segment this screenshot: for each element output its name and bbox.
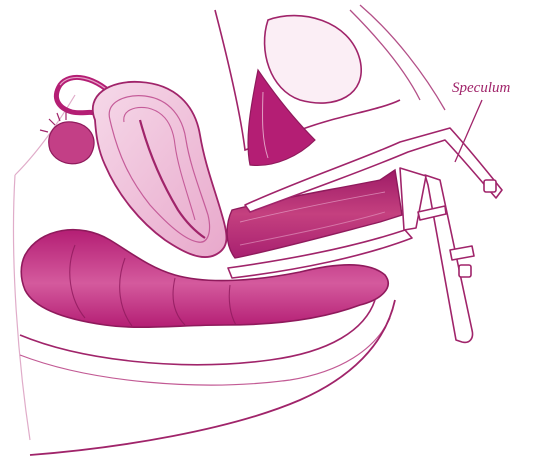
ovary (49, 122, 94, 164)
pubic-bone (265, 16, 362, 103)
symphysis-detail (350, 5, 445, 110)
speculum-label: Speculum (452, 80, 510, 97)
uterus (93, 82, 227, 257)
